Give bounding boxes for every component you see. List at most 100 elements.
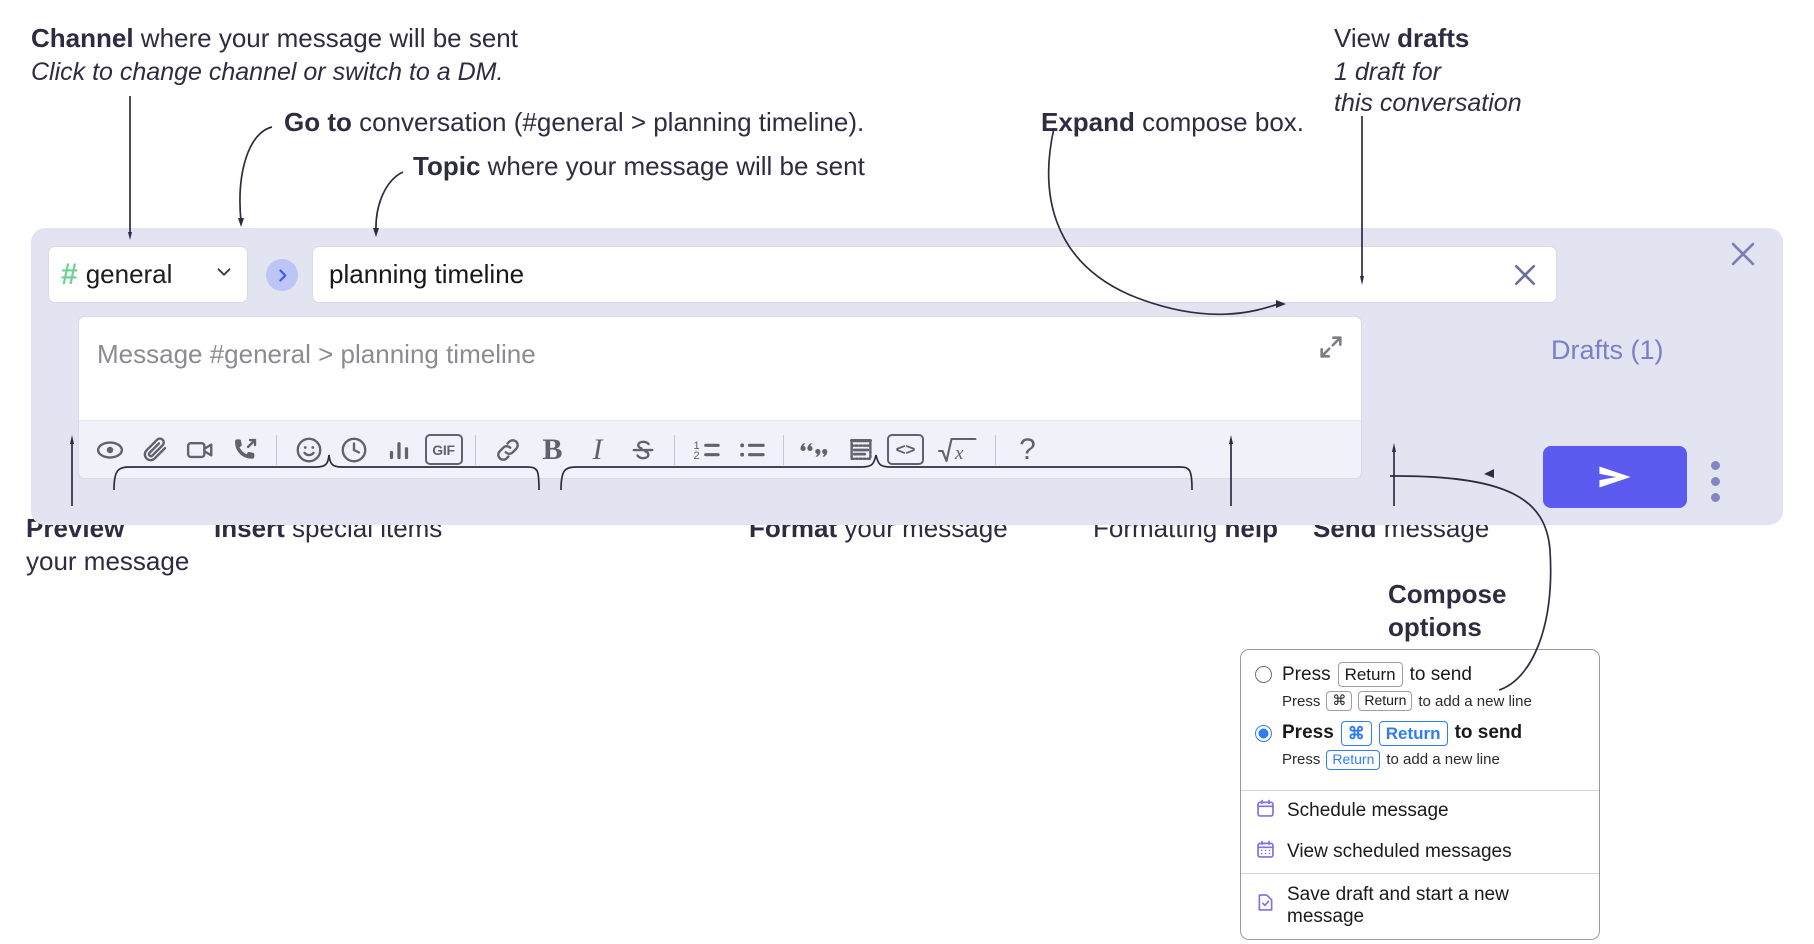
radio-option-cmd-return[interactable]: Press ⌘Return to send — [1255, 720, 1585, 746]
drafts-link[interactable]: Drafts (1) — [1551, 335, 1664, 365]
annotation-topic-rest: where your message will be sent — [480, 151, 865, 181]
goto-conversation-button[interactable] — [266, 259, 298, 291]
bulleted-list-icon[interactable] — [729, 427, 774, 472]
opt2-sub-pre: Press — [1282, 751, 1321, 769]
blockquote-icon[interactable] — [793, 427, 838, 472]
phone-call-icon[interactable] — [222, 427, 267, 472]
key-return: Return — [1358, 691, 1413, 711]
annotation-drafts-sub2-text: this conversation — [1334, 89, 1522, 117]
annotation-drafts-sub1: 1 draft for — [1334, 56, 1441, 89]
calendar-grid-icon — [1255, 839, 1276, 866]
send-arrow-icon — [1599, 466, 1631, 488]
opt2-pre: Press — [1282, 722, 1334, 744]
hash-icon: # — [61, 257, 78, 291]
formatting-toolbar: GIF B I 1 2 — [78, 420, 1362, 479]
annotation-topic-bold: Topic — [413, 151, 481, 181]
menu-item-label: View scheduled messages — [1287, 841, 1512, 862]
inline-code-glyph: <> — [887, 434, 924, 465]
menu-item-save-draft[interactable]: Save draft and start a new message — [1241, 874, 1599, 939]
annotation-compose-options-bold1: Compose — [1388, 579, 1507, 609]
close-compose-icon[interactable] — [1725, 236, 1761, 272]
annotation-expand: Expand compose box. — [1041, 106, 1304, 140]
radio-option-cmd-return-sub: Press Return to add a new line — [1282, 750, 1585, 770]
send-button[interactable] — [1543, 446, 1687, 508]
annotation-expand-bold: Expand — [1041, 107, 1135, 137]
close-icon[interactable] — [1508, 258, 1542, 292]
radio-option-cmd-return-label: Press ⌘Return to send — [1282, 720, 1523, 746]
channel-selector[interactable]: # general — [48, 246, 248, 303]
separator — [674, 434, 675, 465]
gif-icon[interactable]: GIF — [421, 427, 466, 472]
annotation-drafts-sub1-text: 1 draft for — [1334, 58, 1441, 86]
calendar-icon — [1255, 798, 1276, 825]
annotation-expand-rest: compose box. — [1134, 107, 1305, 137]
annotation-goto: Go to conversation (#general > planning … — [284, 106, 864, 140]
opt1-pre: Press — [1282, 663, 1331, 685]
annotation-goto-rest: conversation (#general > planning timeli… — [351, 107, 865, 137]
kebab-dot — [1710, 460, 1720, 470]
opt2-post: to send — [1454, 722, 1523, 744]
ordered-list-icon[interactable]: 1 2 — [684, 427, 729, 472]
annotation-preview-line2-text: your message — [26, 546, 190, 576]
radio-option-return[interactable]: Press Return to send — [1255, 662, 1585, 688]
topic-input[interactable]: planning timeline — [312, 246, 1557, 303]
svg-text:1: 1 — [693, 439, 699, 451]
annotation-preview-line2: your message — [26, 545, 189, 579]
message-input[interactable]: Message #general > planning timeline — [78, 316, 1362, 420]
leader-topic — [375, 171, 404, 233]
poll-icon[interactable] — [376, 427, 421, 472]
opt1-post: to send — [1409, 663, 1472, 685]
menu-item-schedule-message[interactable]: Schedule message — [1241, 791, 1599, 832]
channel-name: general — [85, 259, 173, 289]
key-return: Return — [1378, 720, 1448, 746]
separator — [276, 434, 277, 465]
math-icon[interactable]: x — [928, 427, 986, 472]
annotation-compose-options-l1: Compose — [1388, 578, 1506, 612]
preview-icon[interactable] — [87, 427, 132, 472]
emoji-icon[interactable] — [286, 427, 331, 472]
key-return: Return — [1326, 750, 1381, 770]
menu-item-label: Schedule message — [1287, 800, 1449, 821]
chevron-down-icon — [213, 261, 235, 288]
attachment-icon[interactable] — [132, 427, 177, 472]
annotation-drafts-pre: View — [1334, 23, 1398, 53]
key-return: Return — [1337, 662, 1403, 688]
leader-goto — [239, 126, 273, 223]
menu-item-label: Save draft and start a new message — [1287, 883, 1509, 927]
menu-divider — [1241, 789, 1599, 791]
annotation-channel-rest: where your message will be sent — [133, 23, 518, 53]
radio-icon-selected[interactable] — [1255, 724, 1272, 742]
opt1-sub-pre: Press — [1282, 692, 1321, 710]
opt1-sub-post: to add a new line — [1418, 692, 1532, 710]
italic-glyph: I — [592, 432, 603, 466]
compose-options-menu: Press Return to send Press ⌘Return to ad… — [1240, 649, 1600, 940]
menu-item-view-scheduled[interactable]: View scheduled messages — [1241, 832, 1599, 873]
annotation-goto-bold: Go to — [284, 107, 352, 137]
gif-label: GIF — [424, 434, 463, 465]
separator — [995, 434, 996, 465]
message-placeholder: Message #general > planning timeline — [97, 339, 536, 369]
compose-options-button[interactable] — [1700, 456, 1730, 506]
annotation-channel-sub-text: Click to change channel or switch to a D… — [31, 58, 504, 86]
link-icon[interactable] — [485, 427, 530, 472]
annotation-topic: Topic where your message will be sent — [413, 150, 865, 184]
radio-icon[interactable] — [1255, 666, 1272, 684]
annotation-compose-options-bold2: options — [1388, 612, 1482, 642]
annotation-channel: Channel where your message will be sent — [31, 22, 518, 56]
expand-icon[interactable] — [1315, 331, 1347, 363]
clock-icon[interactable] — [331, 427, 376, 472]
inline-code-icon[interactable]: <> — [883, 427, 928, 472]
help-icon[interactable]: ? — [1005, 427, 1050, 472]
bold-icon[interactable]: B — [530, 427, 575, 472]
code-block-icon[interactable] — [838, 427, 883, 472]
separator — [475, 434, 476, 465]
opt2-sub-post: to add a new line — [1386, 751, 1500, 769]
video-camera-icon[interactable] — [177, 427, 222, 472]
strikethrough-icon[interactable] — [620, 427, 665, 472]
send-shortcut-options: Press Return to send Press ⌘Return to ad… — [1241, 650, 1599, 790]
help-glyph: ? — [1019, 432, 1036, 466]
svg-text:x: x — [954, 443, 964, 464]
bold-glyph: B — [542, 432, 563, 466]
italic-icon[interactable]: I — [575, 427, 620, 472]
